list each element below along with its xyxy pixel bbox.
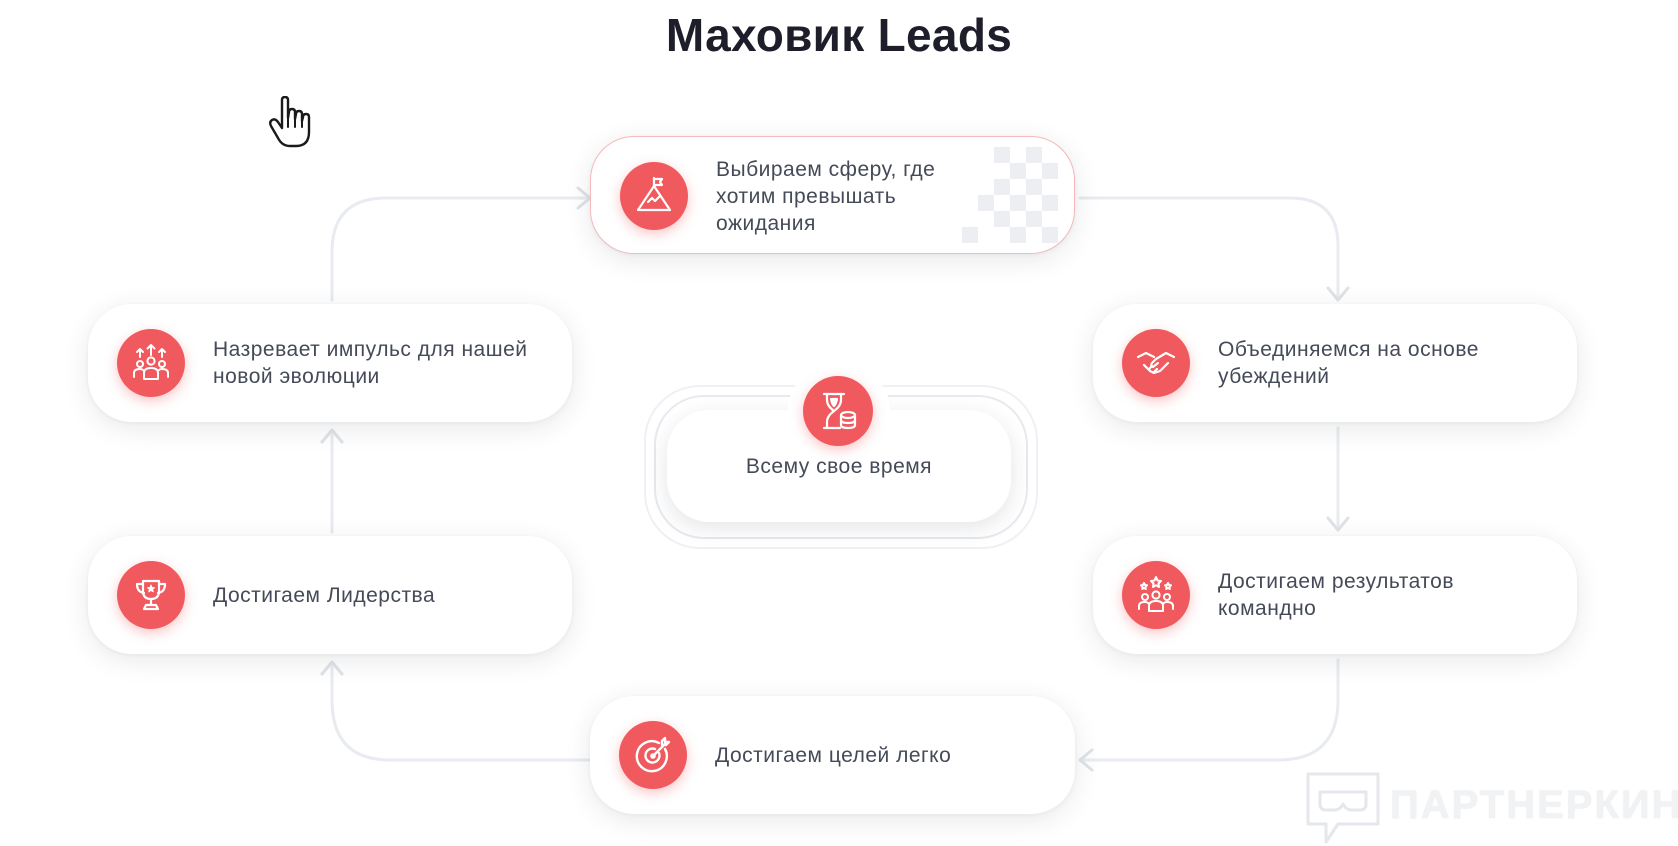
mountain-flag-icon — [620, 162, 688, 230]
connector-top-left — [330, 196, 592, 302]
node-right-lower: Достигаем результатов командно — [1093, 536, 1577, 654]
arrow-head-left-upper — [320, 428, 344, 444]
node-left-upper: Назревает импульс для нашей новой эволюц… — [88, 304, 572, 422]
node-right-upper-label: Объединяемся на основе убеждений — [1218, 338, 1479, 388]
hourglass-coins-icon — [803, 376, 873, 446]
handshake-icon — [1122, 329, 1190, 397]
hand-pointer-icon — [269, 96, 311, 148]
watermark-text: ПАРТНЕРКИН — [1390, 783, 1678, 827]
node-right-lower-label: Достигаем результатов командно — [1218, 570, 1455, 620]
trophy-icon — [117, 561, 185, 629]
connector-top-right — [1078, 196, 1340, 300]
node-bottom: Достигаем целей легко — [590, 696, 1075, 814]
arrow-head-bottom — [1078, 748, 1094, 772]
checkered-flag-decoration — [962, 147, 1058, 243]
center-node-label: Всему свое время — [745, 455, 933, 478]
node-left-lower-label: Достигаем Лидерства — [213, 583, 436, 607]
node-bottom-label: Достигаем целей легко — [715, 743, 952, 767]
team-stars-icon — [1122, 561, 1190, 629]
target-icon — [619, 721, 687, 789]
node-top: Выбираем сферу, где хотим превышать ожид… — [590, 136, 1075, 254]
team-growth-icon — [117, 329, 185, 397]
arrow-head-right-lower — [1326, 516, 1350, 532]
chat-mask-icon — [1306, 772, 1380, 844]
arrow-head-right-upper — [1326, 286, 1350, 302]
node-right-upper: Объединяемся на основе убеждений — [1093, 304, 1577, 422]
connector-bottom-left — [330, 662, 592, 762]
connector-bottom-right — [1078, 658, 1340, 762]
node-top-label: Выбираем сферу, где хотим превышать ожид… — [716, 157, 936, 235]
node-left-upper-label: Назревает импульс для нашей новой эволюц… — [213, 338, 528, 388]
arrow-head-left-lower — [320, 660, 344, 676]
page-title: Маховик Leads — [665, 9, 1013, 61]
node-left-lower: Достигаем Лидерства — [88, 536, 572, 654]
